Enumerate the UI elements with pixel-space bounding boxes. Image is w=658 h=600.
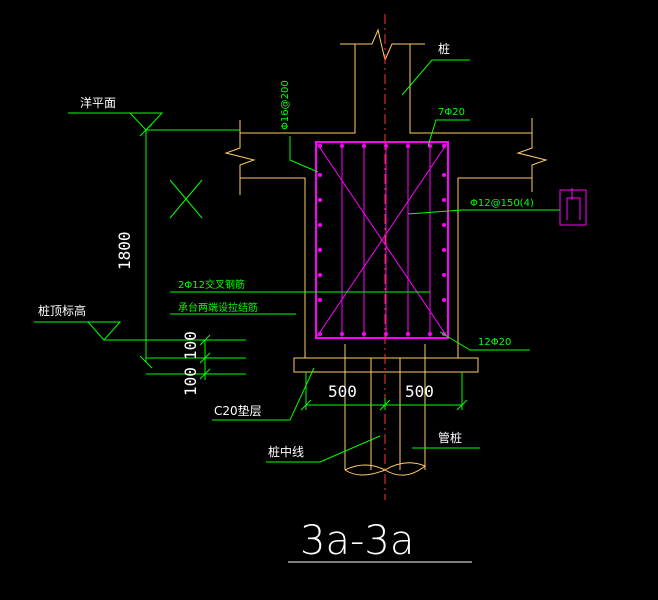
dim-100-a: 100: [181, 331, 200, 360]
pile-top-symbol: [86, 321, 122, 341]
label-water-level: 洋平面: [80, 95, 116, 110]
pile-left-edge: [240, 44, 356, 134]
section-title: 3a-3a: [300, 518, 414, 564]
tie-detail: [559, 189, 587, 226]
pile-right-edge: [409, 44, 532, 134]
dim-1800: 1800: [115, 231, 134, 270]
label-stirrup: Φ16@200: [280, 80, 291, 130]
pile-break-top: [340, 28, 425, 62]
dim-500-left: 500: [328, 382, 357, 401]
label-pile-top-elev: 桩顶标高: [38, 303, 86, 318]
cross-bar-b: [315, 141, 449, 339]
label-pipe-pile: 管桩: [438, 430, 462, 445]
label-top-bar: 7Φ20: [438, 107, 465, 118]
cap-right-edge: [457, 177, 532, 358]
dim-500-right: 500: [405, 382, 434, 401]
slab-break-right: [516, 118, 548, 192]
water-level-symbol: [128, 112, 164, 131]
bedding-layer: [293, 357, 479, 373]
label-tie: Φ12@150(4): [470, 198, 534, 209]
rebar-cage: [315, 141, 587, 339]
concrete-outline: [224, 28, 548, 476]
label-crossbar-2: 承台两端设拉结筋: [178, 301, 258, 314]
dim-100-b: 100: [181, 367, 200, 396]
label-bedding: C20垫层: [214, 403, 262, 418]
annotation-lines: [34, 59, 560, 463]
slab-break-left: [224, 120, 256, 195]
label-crossbar-1: 2Φ12交叉钢筋: [178, 278, 245, 291]
label-pile-centerline: 桩中线: [268, 444, 304, 459]
label-pile: 桩: [438, 41, 450, 56]
stirrup-rect: [315, 141, 449, 339]
label-bottom-bar: 12Φ20: [478, 337, 511, 348]
cap-left-edge: [240, 177, 306, 358]
